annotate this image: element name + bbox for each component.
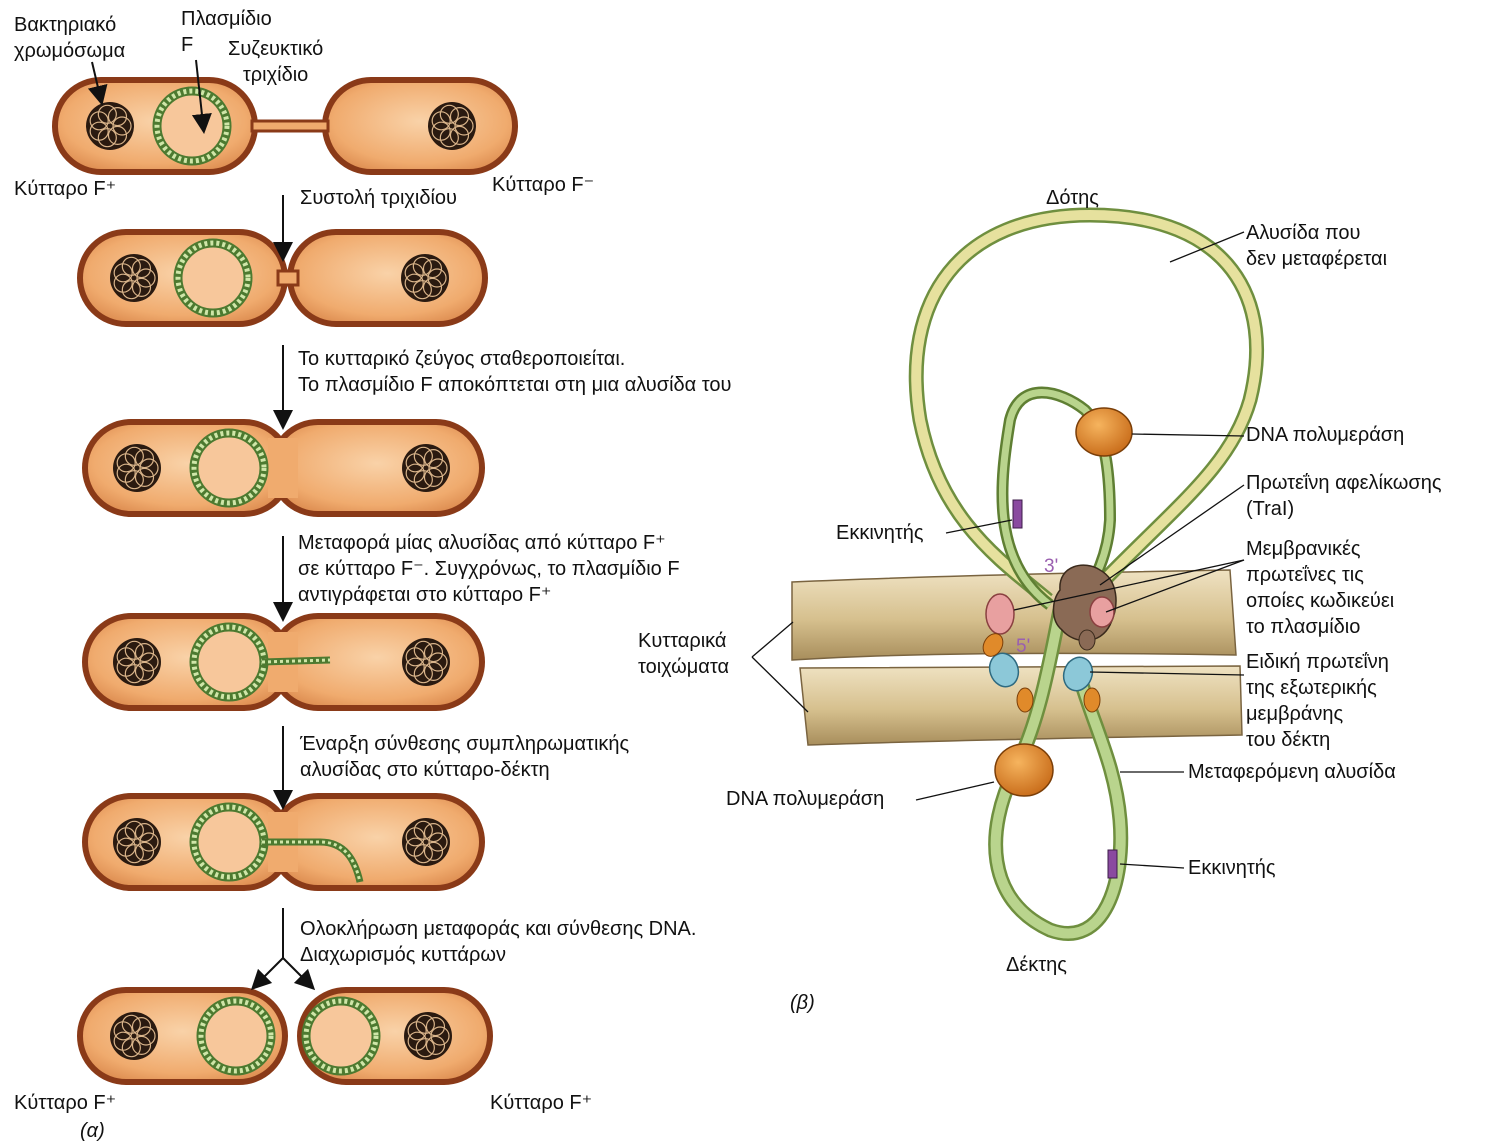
end-3-label: 3'	[1044, 554, 1058, 580]
step-arrow-5-left	[258, 958, 283, 983]
stage1-donor-chromosome	[86, 102, 134, 150]
bottom-left-cell-label: Κύτταρο F⁺	[14, 1090, 116, 1116]
stage4-recipient-chromosome-body	[402, 638, 450, 686]
stage2-recipient-cell	[290, 232, 485, 324]
stage1-donor-chromosome-body	[86, 102, 134, 150]
stage1-recipient-cell	[325, 80, 515, 172]
non-transferred-strand-label: Αλυσίδα που δεν μεταφέρεται	[1246, 220, 1387, 272]
stage5-donor-chromosome-body	[113, 818, 161, 866]
stage4-donor-chromosome	[113, 638, 161, 686]
cell-fplus-label: Κύτταρο F⁺	[14, 176, 116, 202]
stage4-donor-chromosome-body	[113, 638, 161, 686]
stage3-donor-chromosome	[113, 444, 161, 492]
stage1-recipient-chromosome-body	[428, 102, 476, 150]
primer-right-label: Εκκινητής	[1188, 855, 1276, 881]
panel-b-tag: (β)	[790, 990, 815, 1016]
stage6-left-chromosome	[110, 1012, 158, 1060]
stage4-recipient-chromosome	[402, 638, 450, 686]
step-1-text: Συστολή τριχιδίου	[300, 185, 457, 211]
transferred-strand-label: Μεταφερόμενη αλυσίδα	[1188, 759, 1396, 785]
stage2-recipient-chromosome	[401, 254, 449, 302]
small-protein-2	[1017, 688, 1033, 712]
panel-a-tag: (α)	[80, 1118, 105, 1144]
membrane-proteins-label: Μεμβρανικές πρωτεΐνες τις οποίες κωδικεύ…	[1246, 536, 1394, 640]
dna-polymerase-top-shape	[1076, 408, 1132, 456]
panel-b-artwork	[752, 215, 1257, 933]
stage2-recipient-chromosome-body	[401, 254, 449, 302]
stage1-recipient-chromosome	[428, 102, 476, 150]
stage3-recipient-chromosome	[402, 444, 450, 492]
recipient-label: Δέκτης	[1006, 952, 1067, 978]
stage5-donor-chromosome	[113, 818, 161, 866]
dna-polymerase-bottom-label: DNA πολυμεράση	[726, 786, 884, 812]
small-protein-3	[1084, 688, 1100, 712]
unwinding-protein-label: Πρωτεΐνη αφελίκωσης (TraI)	[1246, 470, 1441, 522]
primer-mark-left	[1013, 500, 1022, 528]
cell-fminus-label: Κύτταρο F⁻	[492, 172, 594, 198]
membrane-protein-left	[986, 594, 1014, 634]
stage4-transfer-strand	[262, 660, 330, 662]
conjugative-pilus-label: Συζευκτικό τριχίδιο	[228, 36, 323, 88]
stage3-junction	[268, 438, 298, 498]
stage5-recipient-chromosome-body	[402, 818, 450, 866]
step-4-text: Έναρξη σύνθεσης συμπληρωματικής αλυσίδας…	[300, 731, 629, 783]
stage2-donor-chromosome-body	[110, 254, 158, 302]
step-2-text: Το κυτταρικό ζεύγος σταθεροποιείται. Το …	[298, 346, 731, 398]
step-3-text: Μεταφορά μίας αλυσίδας από κύτταρο F⁺ σε…	[298, 530, 680, 608]
step-5-text: Ολοκλήρωση μεταφοράς και σύνθεσης DNA. Δ…	[300, 916, 696, 968]
cell-walls-label: Κυτταρικά τοιχώματα	[638, 628, 729, 680]
stage1-pilus	[252, 121, 328, 131]
membrane-protein-right	[1090, 597, 1114, 627]
primer-left-label: Εκκινητής	[836, 520, 924, 546]
stage6-right-chromosome-body	[404, 1012, 452, 1060]
stage2-pilus	[278, 271, 298, 285]
primer-mark-right	[1108, 850, 1117, 878]
stage6-right-chromosome	[404, 1012, 452, 1060]
stage3-recipient-cell	[272, 422, 482, 514]
dna-polymerase-top-label: DNA πολυμεράση	[1246, 422, 1404, 448]
end-5-label: 5'	[1016, 634, 1030, 660]
small-protein-4	[1079, 630, 1095, 650]
stage3-donor-chromosome-body	[113, 444, 161, 492]
stage6-left-chromosome-body	[110, 1012, 158, 1060]
bottom-right-cell-label: Κύτταρο F⁺	[490, 1090, 592, 1116]
donor-label: Δότης	[1046, 185, 1099, 211]
dna-polymerase-bottom-shape	[995, 744, 1053, 796]
stage3-recipient-chromosome-body	[402, 444, 450, 492]
outer-membrane-protein-label: Ειδική πρωτεΐνη της εξωτερικής μεμβράνης…	[1246, 649, 1389, 753]
bacterial-chromosome-label: Βακτηριακό χρωμόσωμα	[14, 12, 125, 64]
stage2-donor-chromosome	[110, 254, 158, 302]
stage5-recipient-chromosome	[402, 818, 450, 866]
